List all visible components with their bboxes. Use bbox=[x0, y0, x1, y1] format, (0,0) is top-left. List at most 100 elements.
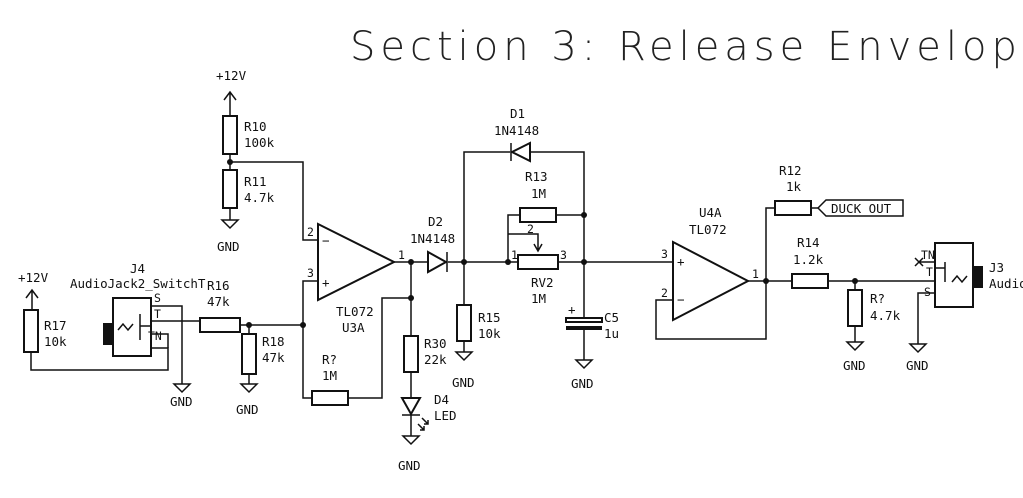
ground-symbol-r15: GND bbox=[452, 341, 475, 390]
svg-text:+12V: +12V bbox=[216, 68, 247, 83]
audio-jack-j4: J4 AudioJack2_SwitchT S T TN bbox=[70, 261, 206, 378]
u4-ref: U4A bbox=[699, 205, 722, 220]
opamp-u3a bbox=[317, 222, 397, 302]
r16-ref: R16 bbox=[207, 278, 230, 293]
r17-value: 10k bbox=[44, 334, 67, 349]
r30-value: 22k bbox=[424, 352, 447, 367]
r18-value: 47k bbox=[262, 350, 285, 365]
section-title: Section 3: Release Envelope bbox=[350, 24, 1023, 70]
diode-d1: D1 1N4148 bbox=[494, 106, 539, 163]
r10-value: 100k bbox=[244, 135, 275, 150]
duck-out-label-shape bbox=[816, 199, 904, 217]
opamp-u4a bbox=[672, 240, 751, 322]
resistor-r13 bbox=[519, 207, 557, 223]
ground-symbol-j3: GND bbox=[906, 340, 929, 373]
r14-value: 1.2k bbox=[793, 252, 824, 267]
u3-value: U3A bbox=[342, 320, 365, 335]
svg-text:GND: GND bbox=[217, 239, 240, 254]
svg-text:+12V: +12V bbox=[18, 270, 49, 285]
svg-text:−: − bbox=[677, 292, 685, 307]
ground-symbol-d4: GND bbox=[398, 415, 421, 473]
svg-text:S: S bbox=[924, 285, 931, 299]
resistor-r17 bbox=[23, 309, 39, 353]
svg-text:LED: LED bbox=[434, 408, 457, 423]
svg-text:D2: D2 bbox=[428, 214, 443, 229]
svg-text:1: 1 bbox=[752, 267, 759, 281]
svg-text:GND: GND bbox=[170, 394, 193, 409]
u3-ref: TL072 bbox=[336, 304, 374, 319]
svg-text:GND: GND bbox=[906, 358, 929, 373]
capacitor-c5: + C5 1u bbox=[565, 302, 619, 341]
resistor-r10 bbox=[222, 115, 238, 155]
power-symbol-12v-top: +12V bbox=[216, 68, 247, 116]
ground-symbol-r11: GND bbox=[217, 208, 240, 254]
svg-text:+: + bbox=[568, 302, 576, 317]
r18-ref: R18 bbox=[262, 334, 285, 349]
power-symbol-12v-left: +12V bbox=[18, 270, 49, 310]
svg-text:1: 1 bbox=[398, 248, 405, 262]
r16-value: 47k bbox=[207, 294, 230, 309]
svg-text:GND: GND bbox=[236, 402, 259, 417]
r13-ref: R13 bbox=[525, 169, 548, 184]
rq1-value: 1M bbox=[322, 368, 337, 383]
svg-text:1u: 1u bbox=[604, 326, 619, 341]
svg-text:2: 2 bbox=[527, 222, 534, 236]
resistor-r30 bbox=[403, 335, 419, 373]
r13-value: 1M bbox=[531, 186, 546, 201]
rv2-ref: RV2 bbox=[531, 275, 554, 290]
svg-text:D1: D1 bbox=[510, 106, 525, 121]
j4-value: AudioJack2_SwitchT bbox=[70, 276, 206, 291]
svg-text:GND: GND bbox=[571, 376, 594, 391]
diode-d2: D2 1N4148 bbox=[410, 214, 455, 274]
svg-text:1N4148: 1N4148 bbox=[494, 123, 539, 138]
r12-value: 1k bbox=[786, 179, 802, 194]
svg-text:GND: GND bbox=[398, 458, 421, 473]
svg-text:1N4148: 1N4148 bbox=[410, 231, 455, 246]
resistor-r12 bbox=[774, 200, 812, 216]
r15-ref: R15 bbox=[478, 310, 501, 325]
svg-text:3: 3 bbox=[307, 266, 314, 280]
r14-ref: R14 bbox=[797, 235, 820, 250]
rv2-value: 1M bbox=[531, 291, 546, 306]
duck-out-label: DUCK_OUT bbox=[831, 201, 892, 216]
r11-ref: R11 bbox=[244, 174, 267, 189]
svg-text:C5: C5 bbox=[604, 310, 619, 325]
svg-text:TN: TN bbox=[148, 329, 162, 343]
svg-text:S: S bbox=[154, 291, 161, 305]
resistor-rq-1m bbox=[311, 390, 349, 406]
rq2-ref: R? bbox=[870, 291, 885, 306]
resistor-r18 bbox=[241, 333, 257, 375]
audio-jack-j3: TN T S J3 Audio bbox=[914, 242, 1023, 340]
r17-ref: R17 bbox=[44, 318, 67, 333]
svg-text:T: T bbox=[926, 265, 933, 279]
svg-text:T: T bbox=[154, 307, 161, 321]
rq1-ref: R? bbox=[322, 352, 337, 367]
ground-symbol-rq2: GND bbox=[843, 326, 866, 373]
j4-ref: J4 bbox=[130, 261, 145, 276]
svg-text:3: 3 bbox=[560, 248, 567, 262]
svg-text:D4: D4 bbox=[434, 392, 449, 407]
rq2-value: 4.7k bbox=[870, 308, 901, 323]
svg-text:+: + bbox=[677, 254, 685, 269]
svg-text:GND: GND bbox=[452, 375, 475, 390]
j3-value: Audio bbox=[989, 276, 1023, 291]
ground-symbol-j4: GND bbox=[170, 378, 193, 409]
resistor-r14 bbox=[791, 273, 829, 289]
r12-ref: R12 bbox=[779, 163, 802, 178]
led-d4: D4 LED bbox=[400, 392, 457, 431]
svg-text:2: 2 bbox=[307, 225, 314, 239]
r30-ref: R30 bbox=[424, 336, 447, 351]
potentiometer-rv2 bbox=[517, 254, 559, 270]
svg-text:1: 1 bbox=[511, 248, 518, 262]
r15-value: 10k bbox=[478, 326, 501, 341]
j3-ref: J3 bbox=[989, 260, 1004, 275]
resistor-r11 bbox=[222, 169, 238, 209]
r10-ref: R10 bbox=[244, 119, 267, 134]
resistor-r15 bbox=[456, 304, 472, 342]
svg-text:TN: TN bbox=[921, 248, 935, 262]
ground-symbol-r18: GND bbox=[236, 374, 259, 417]
svg-text:GND: GND bbox=[843, 358, 866, 373]
resistor-r16 bbox=[199, 317, 241, 333]
svg-text:−: − bbox=[322, 233, 330, 248]
